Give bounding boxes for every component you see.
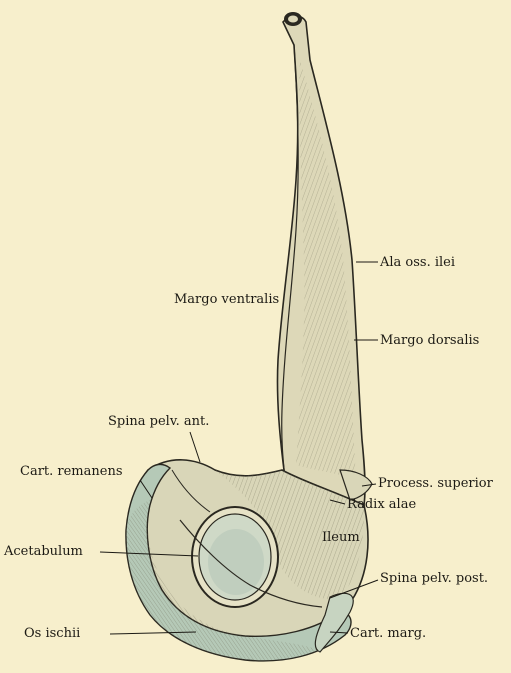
- label-os-ischii: Os ischii: [24, 626, 80, 641]
- label-ileum: Ileum: [322, 530, 360, 545]
- label-ala-oss-ilei: Ala oss. ilei: [380, 255, 455, 270]
- label-spina-pelv-post: Spina pelv. post.: [380, 571, 488, 586]
- label-radix-alae: Radix alae: [347, 497, 416, 512]
- label-margo-ventralis: Margo ventralis: [174, 292, 279, 307]
- label-spina-pelv-ant: Spina pelv. ant.: [108, 414, 209, 429]
- label-acetabulum: Acetabulum: [4, 544, 83, 559]
- label-cart-remanens: Cart. remanens: [20, 464, 123, 479]
- label-cart-marg: Cart. marg.: [350, 626, 426, 641]
- label-margo-dorsalis: Margo dorsalis: [380, 333, 479, 348]
- label-process-superior: Process. superior: [378, 476, 493, 491]
